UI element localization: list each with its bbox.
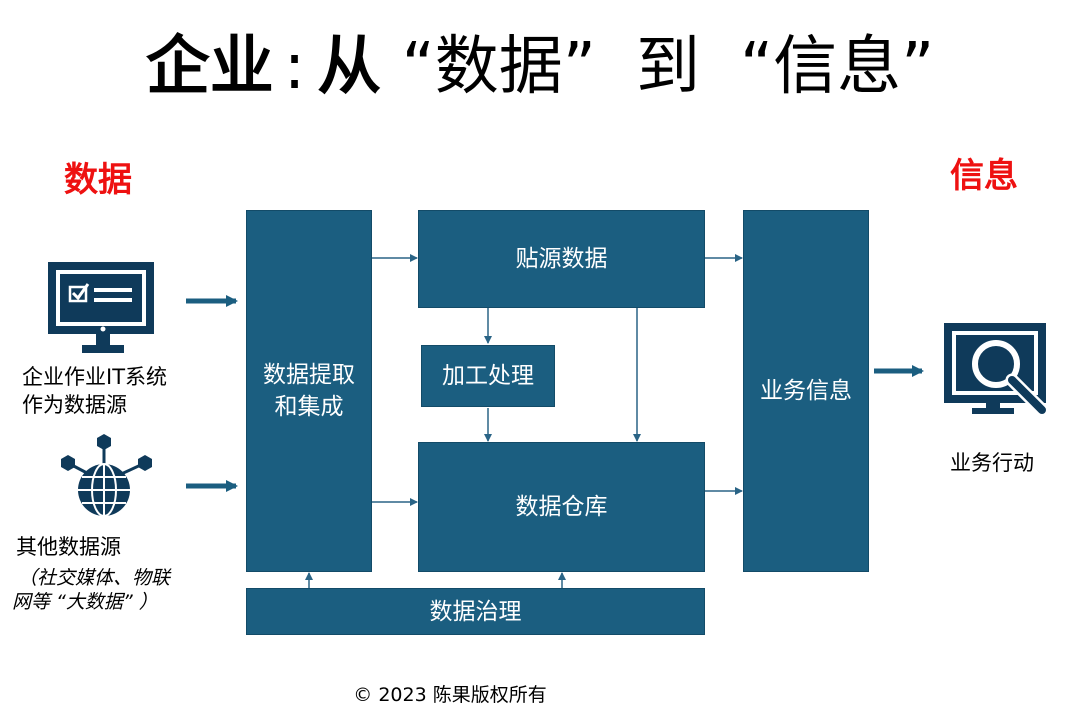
business-info-label: 业务信息: [760, 378, 852, 404]
data-governance-label: 数据治理: [429, 598, 522, 625]
processing-box: 加工处理: [421, 345, 555, 407]
info-label: 信息: [950, 156, 1018, 196]
master-data-label: 贴源数据: [515, 246, 608, 272]
extract-label-2: 和集成: [274, 394, 344, 420]
master-data-box: 贴源数据: [418, 210, 705, 308]
data-label: 数据: [64, 160, 132, 200]
processing-label: 加工处理: [442, 363, 534, 389]
data-governance-box: 数据治理: [246, 588, 705, 635]
title-to: 到: [635, 30, 700, 104]
extract-integrate-box: 数据提取 和集成: [246, 210, 372, 572]
extract-label-1: 数据提取: [263, 362, 355, 388]
enterprise-source-label-1: 企业作业IT系统: [22, 365, 168, 389]
data-warehouse-label: 数据仓库: [515, 494, 608, 520]
other-source-sub-1: （社交媒体、物联: [18, 567, 171, 589]
other-source-sub-2: 网等 “大数据” ）: [12, 591, 158, 613]
data-warehouse-box: 数据仓库: [418, 442, 705, 572]
other-source-title: 其他数据源: [16, 535, 121, 559]
business-info-box: 业务信息: [743, 210, 869, 572]
copyright-text: © 2023 陈果版权所有: [353, 684, 547, 706]
network-globe-icon: [61, 434, 152, 517]
monitor-search-icon: [944, 323, 1049, 417]
page-title: 企业:从 “数据” 到 “信息”: [0, 22, 1080, 112]
business-action-label: 业务行动: [950, 451, 1034, 475]
title-main: 企业: [145, 30, 274, 104]
title-from: 从: [317, 30, 382, 104]
title-info-quote: “信息”: [739, 30, 935, 104]
enterprise-source-label-2: 作为数据源: [22, 393, 127, 417]
title-separator: :: [283, 30, 306, 104]
monitor-checklist-icon: [48, 262, 154, 353]
title-data-quote: “数据”: [401, 30, 596, 104]
